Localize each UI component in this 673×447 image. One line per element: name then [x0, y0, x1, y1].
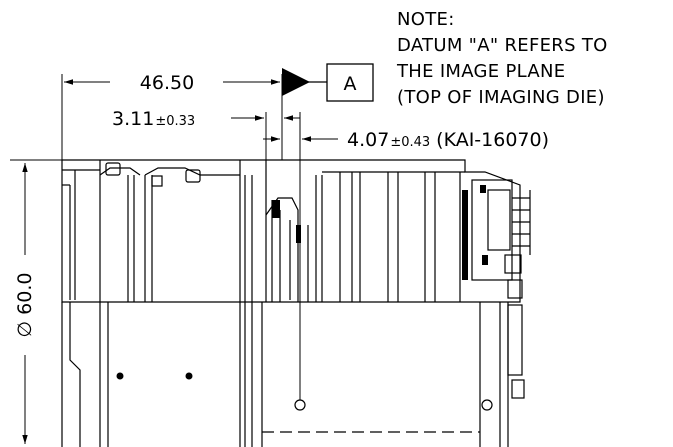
pcb-details	[272, 185, 488, 280]
datum-label: A	[344, 73, 357, 95]
dim-sensor: 4.07±0.43(KAI-16070)	[263, 112, 549, 400]
dim-overall-length: 46.50	[61, 72, 283, 160]
dim-offset: 3.11±0.33	[112, 108, 300, 160]
datum-box	[326, 63, 374, 102]
camera-body-upper	[61, 159, 531, 303]
dim-sensor-text: 4.07±0.43(KAI-16070)	[347, 129, 549, 151]
dim-offset-text: 3.11±0.33	[112, 108, 195, 130]
note-line-3: THE IMAGE PLANE	[396, 61, 565, 82]
note-line-4: (TOP OF IMAGING DIE)	[397, 87, 605, 108]
datum-triangle-icon	[282, 68, 310, 96]
note-line-2: DATUM "A" REFERS TO	[397, 35, 608, 56]
mount-screws	[116, 372, 193, 380]
dim-overall-length-text: 46.50	[140, 72, 194, 94]
camera-body-lower	[61, 302, 525, 447]
note-line-1: NOTE:	[397, 9, 455, 30]
datum-a-symbol: A	[282, 63, 374, 102]
dim-diameter: ∅ 60.0	[10, 159, 62, 444]
dim-diameter-text: ∅ 60.0	[14, 273, 36, 338]
datum-note: NOTE: DATUM "A" REFERS TO THE IMAGE PLAN…	[396, 9, 608, 108]
